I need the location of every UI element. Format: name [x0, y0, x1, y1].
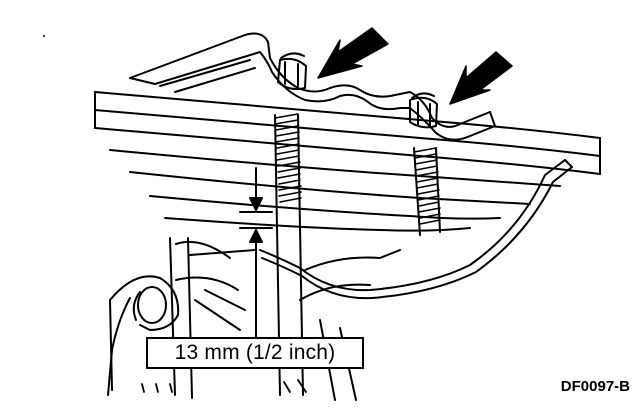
top-mounting-plate — [129, 32, 496, 141]
u-bolt-right — [413, 147, 441, 236]
dimension-marker — [239, 167, 273, 338]
dimension-callout-box: 13 mm (1/2 inch) — [146, 337, 364, 369]
dimension-label: 13 mm (1/2 inch) — [174, 341, 336, 364]
u-bolt-nuts — [277, 52, 438, 129]
stray-dot — [43, 35, 45, 37]
brake-line — [259, 159, 573, 300]
leaf-spring-pack — [94, 91, 601, 232]
arrow-down-icon-head — [249, 197, 263, 211]
figure-id: DF0097-B — [560, 378, 630, 395]
pointer-arrows — [317, 27, 513, 105]
cable-left — [107, 297, 131, 396]
arrow-pointer-icon — [449, 51, 513, 105]
arrow-pointer-icon — [317, 27, 389, 79]
ground-hatching — [141, 379, 307, 393]
arrow-up-icon-head — [249, 229, 263, 243]
